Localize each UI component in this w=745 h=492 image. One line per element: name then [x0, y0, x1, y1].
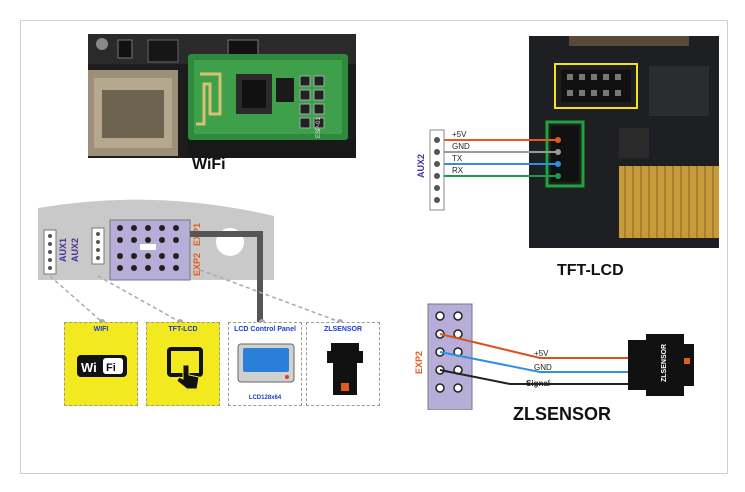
- wifi-title: WiFi: [192, 156, 226, 173]
- exp2-wire-gnd: GND: [534, 363, 552, 372]
- wifi-logo-icon: Wi Fi: [77, 355, 127, 377]
- wifi-logo-right: Fi: [106, 362, 116, 374]
- panel-tft-title: TFT-LCD: [168, 326, 198, 333]
- wifi-logo-left: Wi: [81, 360, 97, 375]
- sensor-icon: [327, 343, 363, 395]
- aux2-pin-rx: RX: [452, 166, 464, 175]
- touch-screen-icon: [167, 347, 203, 390]
- panel-lcd-footer: LCD128x64: [248, 395, 282, 401]
- aux2-wiring: AUX2 +5V GND TX RX: [416, 129, 561, 211]
- panel-zlsensor: ZLSENSOR: [306, 322, 380, 406]
- panel-lcd: LCD Control Panel LCD128x64: [228, 322, 302, 406]
- panel-lcd-title: LCD Control Panel: [234, 326, 296, 333]
- exp2-wire-5v: +5V: [534, 349, 549, 358]
- tft-title: TFT-LCD: [557, 262, 624, 279]
- aux2-connector-label: AUX2: [416, 154, 426, 178]
- aux2-pin-tx: TX: [452, 154, 463, 163]
- aux2-pin-gnd: GND: [452, 142, 470, 151]
- lcd-display-icon: [237, 343, 295, 383]
- board-aux1-label: AUX1: [58, 238, 68, 262]
- board-aux2-label: AUX2: [70, 238, 80, 262]
- zlsensor-title: ZLSENSOR: [513, 404, 612, 424]
- board-outline: AUX1 AUX2 EXP1 EXP2: [38, 199, 274, 324]
- panel-wifi: WIFI Wi Fi: [64, 322, 138, 406]
- panel-zlsensor-title: ZLSENSOR: [323, 326, 363, 333]
- aux2-pin-5v: +5V: [452, 130, 467, 139]
- wifi-module-print: ESP-01: [316, 117, 322, 138]
- tft-board-photo: [529, 36, 719, 248]
- wifi-board-photo: ESP-01: [88, 34, 356, 158]
- exp2-zlsensor-wiring: EXP2 +5V GND Signal ZLSENSOR: [414, 303, 694, 410]
- exp2-header-label: EXP2: [414, 351, 424, 374]
- exp2-wire-signal: Signal: [526, 379, 550, 388]
- board-exp2-label: EXP2: [192, 253, 202, 276]
- panel-tft: TFT-LCD: [146, 322, 220, 406]
- sensor-device-label: ZLSENSOR: [661, 344, 668, 382]
- panel-wifi-title: WIFI: [93, 326, 109, 333]
